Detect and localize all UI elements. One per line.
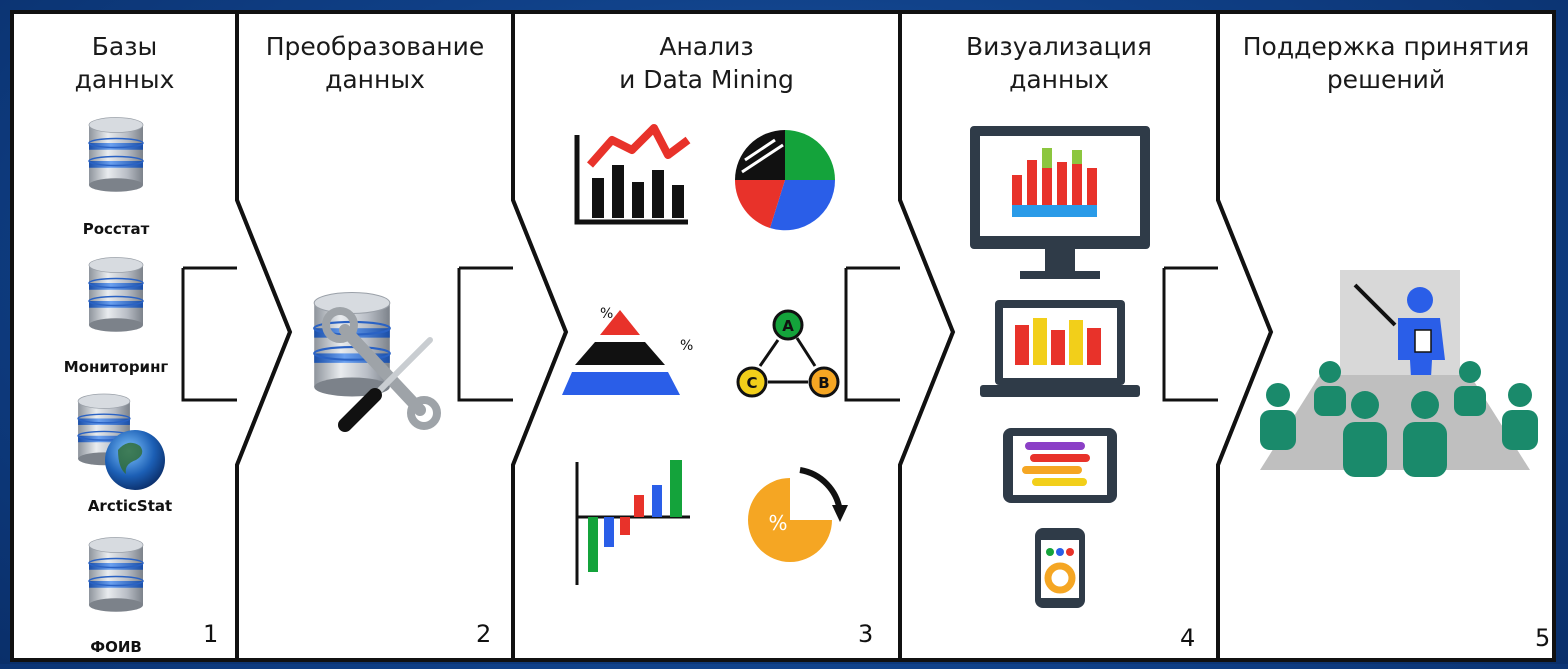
monitor-chart-icon (970, 126, 1150, 279)
database-icon (88, 116, 144, 193)
database-icon (88, 536, 144, 613)
phone-chart-icon (1035, 528, 1085, 608)
database-icon (88, 256, 144, 333)
database-label-arcticstat: ArcticStat (87, 497, 173, 515)
pct-pie-label: % (768, 511, 787, 535)
database-label-foiv: ФОИВ (90, 638, 142, 656)
stage-number-2: 2 (476, 620, 492, 648)
flow-arrow-3 (844, 266, 900, 402)
node-b-label: B (818, 374, 829, 392)
stage-number-1: 1 (203, 620, 219, 648)
flow-arrow-2 (457, 266, 513, 402)
stage-title-4: Визуализация данных (966, 32, 1152, 94)
stage-panel-3 (511, 10, 956, 662)
node-c-label: C (746, 374, 757, 392)
stage-title-3: Анализ и Data Mining (619, 32, 794, 94)
pie-chart-icon (734, 130, 836, 231)
abc-cycle-icon: A B C (736, 309, 840, 398)
flow-arrow-4 (1162, 266, 1218, 402)
pct-side-label: % (680, 338, 693, 354)
stage-number-3: 3 (858, 620, 874, 648)
flow-arrow-1 (181, 266, 237, 402)
presentation-meeting-icon (1260, 270, 1538, 477)
line-bar-chart-icon (574, 124, 691, 225)
refresh-pie-icon: % (748, 467, 848, 562)
stage-title-2: Преобразование данных (265, 32, 485, 94)
stage-title-5: Поддержка принятия решений (1242, 32, 1530, 94)
waterfall-chart-icon (575, 460, 690, 585)
globe-icon (105, 430, 165, 490)
tablet-chart-icon (1003, 428, 1117, 503)
laptop-chart-icon (980, 300, 1140, 397)
pct-top-label: % (600, 306, 613, 322)
pyramid-chart-icon: % % (562, 306, 693, 395)
stage-number-4: 4 (1180, 624, 1196, 652)
wrench-screwdriver-icon (322, 307, 441, 432)
database-label-monitoring: Мониторинг (63, 358, 169, 376)
stage-title-1: Базы данных (74, 32, 175, 94)
stage-number-5: 5 (1535, 624, 1551, 652)
database-label-rosstat: Росстат (82, 220, 150, 238)
node-a-label: A (782, 317, 794, 335)
